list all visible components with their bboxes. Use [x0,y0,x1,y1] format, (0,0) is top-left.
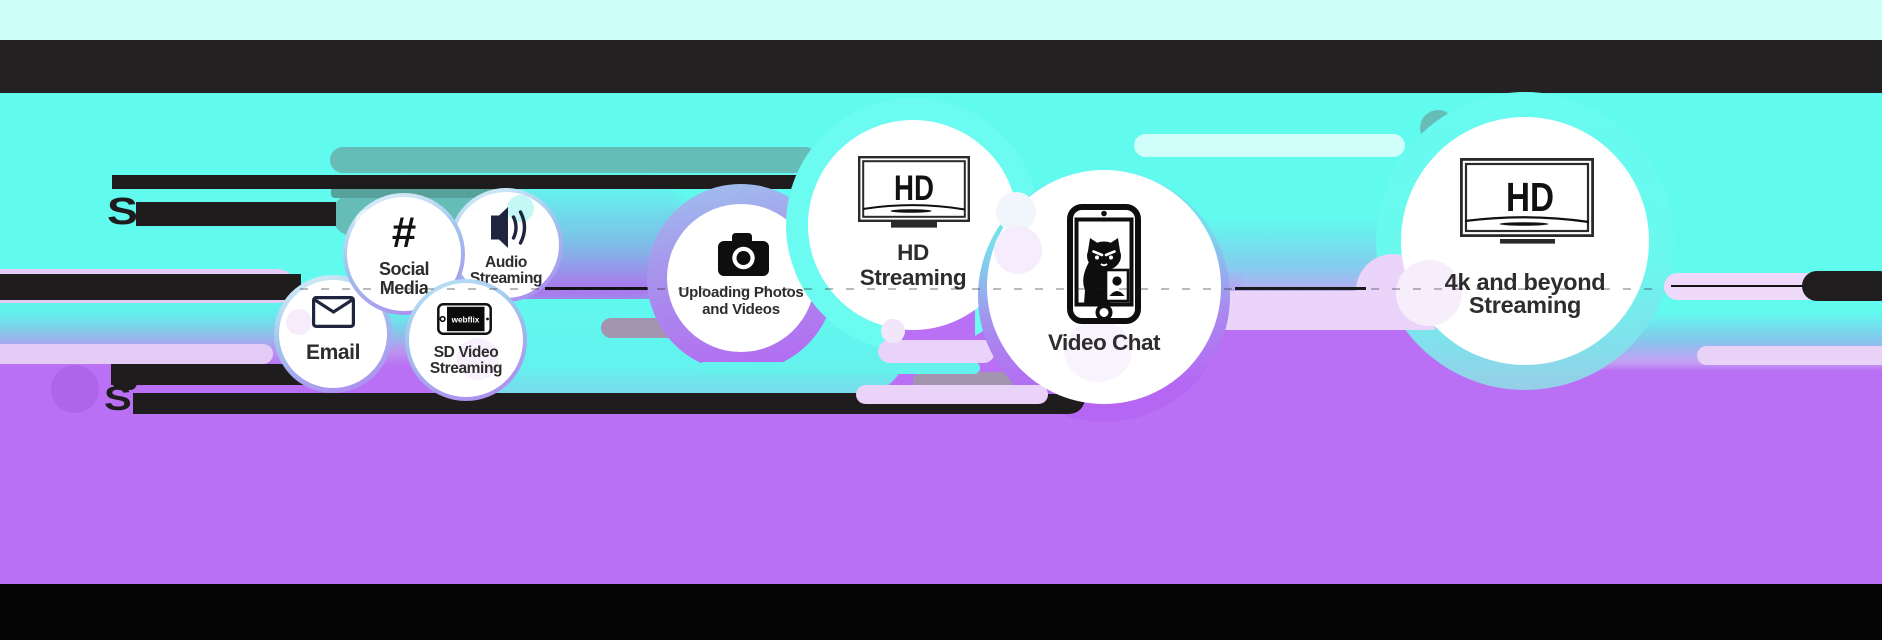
svg-text:webflix: webflix [451,316,480,325]
svg-text:HD: HD [1506,174,1554,220]
svg-text:HD: HD [894,169,934,208]
